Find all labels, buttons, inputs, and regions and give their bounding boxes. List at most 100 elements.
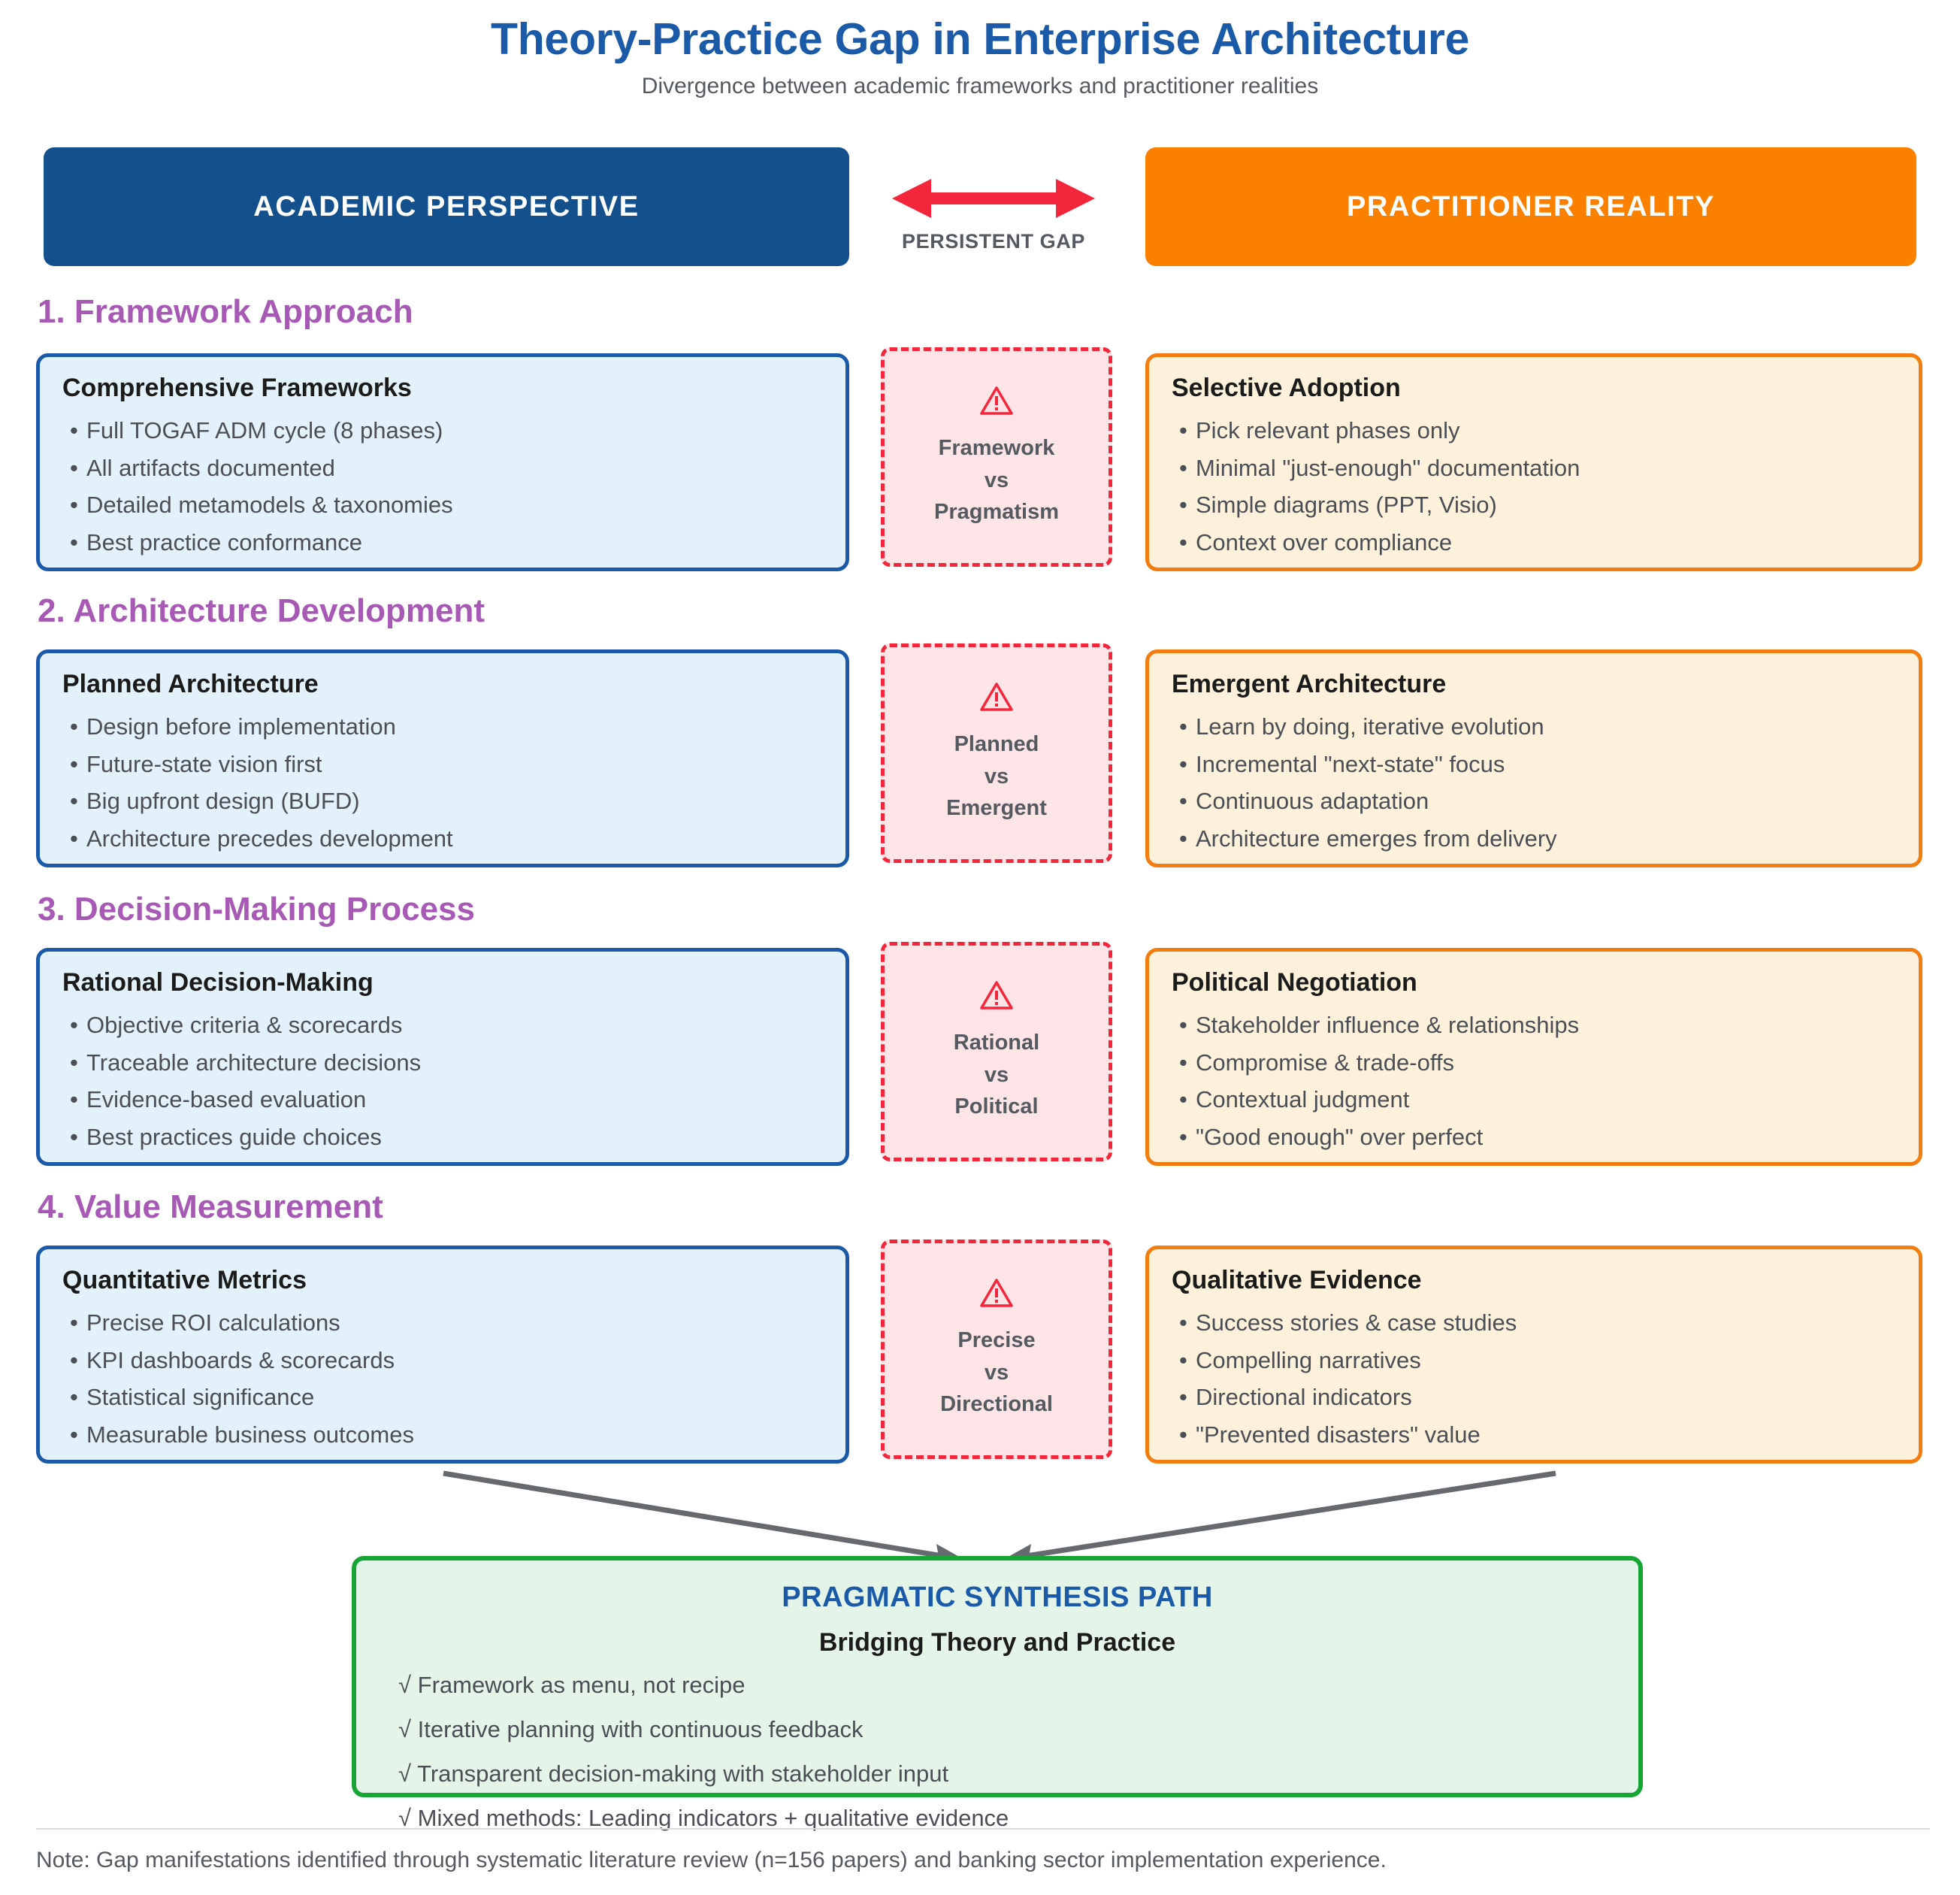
gap-box-2-line2: vs: [984, 764, 1009, 789]
list-item: Future-state vision first: [62, 747, 823, 783]
list-item: √ Framework as menu, not recipe: [398, 1672, 746, 1698]
warning-triangle-icon: [980, 682, 1013, 712]
academic-card-4-title: Quantitative Metrics: [62, 1266, 307, 1294]
list-item: Continuous adaptation: [1172, 784, 1896, 819]
practitioner-card-4-title: Qualitative Evidence: [1172, 1266, 1422, 1294]
list-item: Contextual judgment: [1172, 1082, 1896, 1118]
section-title-4: 4. Value Measurement: [38, 1188, 383, 1225]
list-item: Best practices guide choices: [62, 1120, 823, 1155]
gap-box-1-line3: Pragmatism: [933, 500, 1059, 525]
academic-card-2-list: Design before implementation Future-stat…: [62, 710, 823, 856]
column-header-practitioner: PRACTITIONER REALITY: [1145, 147, 1916, 266]
practitioner-card-3-title: Political Negotiation: [1172, 968, 1417, 997]
practitioner-card-1-title: Selective Adoption: [1172, 374, 1401, 402]
column-header-practitioner-label: PRACTITIONER REALITY: [1346, 190, 1716, 222]
list-item: Objective criteria & scorecards: [62, 1008, 823, 1043]
academic-card-2-title: Planned Architecture: [62, 670, 319, 698]
warning-triangle-icon: [980, 386, 1013, 416]
section-title-1: 1. Framework Approach: [38, 293, 413, 330]
list-item: Big upfront design (BUFD): [62, 784, 823, 819]
list-item: Success stories & case studies: [1172, 1306, 1896, 1341]
list-item: Traceable architecture decisions: [62, 1046, 823, 1081]
practitioner-card-3-list: Stakeholder influence & relationships Co…: [1172, 1008, 1896, 1155]
gap-box-3-line2: vs: [984, 1062, 1009, 1087]
academic-card-3-title: Rational Decision-Making: [62, 968, 374, 997]
page-title: Theory-Practice Gap in Enterprise Archit…: [490, 14, 1470, 64]
practitioner-card-2: Emergent Architecture Learn by doing, it…: [1145, 649, 1922, 867]
persistent-gap-indicator: PERSISTENT GAP: [861, 171, 1126, 268]
list-item: Architecture emerges from delivery: [1172, 822, 1896, 857]
list-item: Learn by doing, iterative evolution: [1172, 710, 1896, 745]
list-item: Pick relevant phases only: [1172, 413, 1896, 449]
practitioner-card-1-list: Pick relevant phases only Minimal "just-…: [1172, 413, 1896, 560]
double-arrow-icon: [892, 171, 1095, 226]
gap-box-4-line1: Precise: [957, 1327, 1036, 1352]
practitioner-card-1: Selective Adoption Pick relevant phases …: [1145, 353, 1922, 571]
academic-card-1: Comprehensive Frameworks Full TOGAF ADM …: [36, 353, 849, 571]
list-item: Measurable business outcomes: [62, 1418, 823, 1453]
list-item: Statistical significance: [62, 1380, 823, 1415]
academic-card-4-list: Precise ROI calculations KPI dashboards …: [62, 1306, 823, 1452]
footer-note: Note: Gap manifestations identified thro…: [36, 1848, 1387, 1872]
list-item: "Prevented disasters" value: [1172, 1418, 1896, 1453]
page-subtitle: Divergence between academic frameworks a…: [641, 74, 1319, 98]
gap-box-3: Rational vs Political: [881, 942, 1112, 1161]
gap-box-1: Framework vs Pragmatism: [881, 347, 1112, 567]
list-item: Evidence-based evaluation: [62, 1082, 823, 1118]
list-item: All artifacts documented: [62, 451, 823, 486]
practitioner-card-4: Qualitative Evidence Success stories & c…: [1145, 1246, 1922, 1464]
synthesis-subtitle: Bridging Theory and Practice: [818, 1628, 1176, 1657]
list-item: Compelling narratives: [1172, 1343, 1896, 1379]
gap-box-4-line2: vs: [984, 1360, 1009, 1385]
list-item: Architecture precedes development: [62, 822, 823, 857]
list-item: Detailed metamodels & taxonomies: [62, 488, 823, 523]
academic-card-2: Planned Architecture Design before imple…: [36, 649, 849, 867]
list-item: KPI dashboards & scorecards: [62, 1343, 823, 1379]
footer-divider: [36, 1828, 1930, 1830]
list-item: Best practice conformance: [62, 525, 823, 561]
list-item: √ Mixed methods: Leading indicators + qu…: [398, 1805, 1009, 1832]
column-header-academic: ACADEMIC PERSPECTIVE: [44, 147, 849, 266]
list-item: Directional indicators: [1172, 1380, 1896, 1415]
list-item: Minimal "just-enough" documentation: [1172, 451, 1896, 486]
gap-box-4-line3: Directional: [940, 1392, 1053, 1417]
list-item: Full TOGAF ADM cycle (8 phases): [62, 413, 823, 449]
list-item: √ Transparent decision-making with stake…: [398, 1760, 949, 1788]
practitioner-card-2-title: Emergent Architecture: [1172, 670, 1447, 698]
pragmatic-synthesis-box: PRAGMATIC SYNTHESIS PATH Bridging Theory…: [352, 1556, 1643, 1831]
section-title-2: 2. Architecture Development: [38, 592, 485, 629]
list-item: Simple diagrams (PPT, Visio): [1172, 488, 1896, 523]
academic-card-1-list: Full TOGAF ADM cycle (8 phases) All arti…: [62, 413, 823, 560]
warning-triangle-icon: [980, 1278, 1013, 1308]
list-item: "Good enough" over perfect: [1172, 1120, 1896, 1155]
list-item: √ Iterative planning with continuous fee…: [398, 1716, 864, 1743]
persistent-gap-label: PERSISTENT GAP: [902, 230, 1085, 253]
academic-card-3: Rational Decision-Making Objective crite…: [36, 948, 849, 1166]
practitioner-card-3: Political Negotiation Stakeholder influe…: [1145, 948, 1922, 1166]
list-item: Incremental "next-state" focus: [1172, 747, 1896, 783]
gap-box-3-line3: Political: [954, 1094, 1039, 1119]
gap-box-1-line2: vs: [984, 468, 1009, 492]
practitioner-card-4-list: Success stories & case studies Compellin…: [1172, 1306, 1896, 1452]
gap-box-2: Planned vs Emergent: [881, 643, 1112, 863]
gap-box-3-line1: Rational: [953, 1030, 1040, 1055]
gap-box-4: Precise vs Directional: [881, 1240, 1112, 1459]
academic-card-1-title: Comprehensive Frameworks: [62, 374, 412, 402]
column-header-academic-label: ACADEMIC PERSPECTIVE: [253, 190, 640, 222]
list-item: Compromise & trade-offs: [1172, 1046, 1896, 1081]
converging-arrows: [443, 1470, 1556, 1568]
section-title-3: 3. Decision-Making Process: [38, 891, 475, 928]
list-item: Design before implementation: [62, 710, 823, 745]
list-item: Context over compliance: [1172, 525, 1896, 561]
academic-card-3-list: Objective criteria & scorecards Traceabl…: [62, 1008, 823, 1155]
list-item: Stakeholder influence & relationships: [1172, 1008, 1896, 1043]
synthesis-list: √ Framework as menu, not recipe √ Iterat…: [398, 1667, 1009, 1845]
gap-box-1-line1: Framework: [938, 435, 1055, 460]
warning-triangle-icon: [980, 980, 1013, 1010]
synthesis-title: PRAGMATIC SYNTHESIS PATH: [782, 1582, 1213, 1613]
gap-box-2-line1: Planned: [954, 731, 1039, 756]
list-item: Precise ROI calculations: [62, 1306, 823, 1341]
academic-card-4: Quantitative Metrics Precise ROI calcula…: [36, 1246, 849, 1464]
practitioner-card-2-list: Learn by doing, iterative evolution Incr…: [1172, 710, 1896, 856]
